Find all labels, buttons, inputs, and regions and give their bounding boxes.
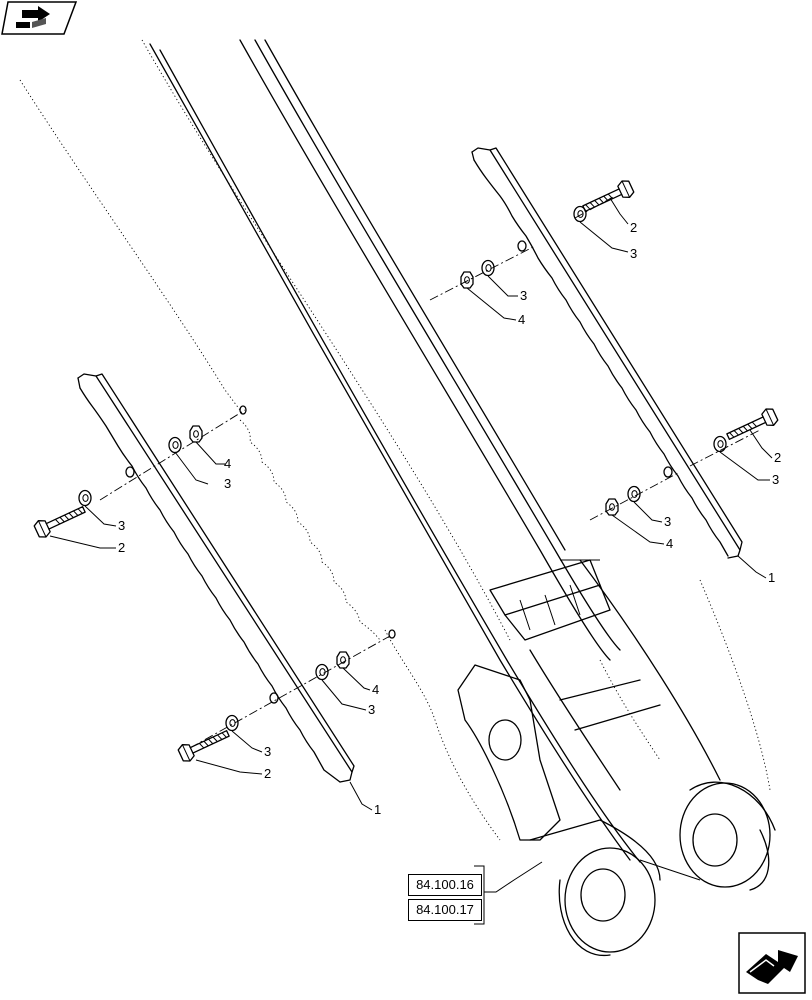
callout-3: 3 — [264, 744, 271, 759]
callout-1: 1 — [374, 802, 381, 817]
callout-4: 4 — [666, 536, 673, 551]
reference-bracket — [474, 865, 485, 925]
wear-strip-right — [471, 147, 743, 559]
callout-3: 3 — [224, 476, 231, 491]
callouts: 2 3 3 4 2 3 3 4 1 4 3 3 2 4 3 3 2 1 — [118, 220, 781, 817]
callout-1: 1 — [768, 570, 775, 585]
callout-2: 2 — [118, 540, 125, 555]
callout-4: 4 — [224, 456, 231, 471]
callout-2: 2 — [774, 450, 781, 465]
fasteners — [32, 177, 780, 765]
callout-3: 3 — [368, 702, 375, 717]
callout-4: 4 — [372, 682, 379, 697]
callout-4: 4 — [518, 312, 525, 327]
leader-lines — [49, 197, 773, 893]
reference-link-1[interactable]: 84.100.16 — [408, 874, 482, 896]
callout-2: 2 — [264, 766, 271, 781]
callout-3: 3 — [630, 246, 637, 261]
reference-link-2[interactable]: 84.100.17 — [408, 899, 482, 921]
page-flip-icon[interactable] — [0, 0, 80, 36]
callout-3: 3 — [118, 518, 125, 533]
next-page-icon[interactable] — [738, 932, 806, 994]
wear-strip-left — [77, 373, 355, 783]
callout-3: 3 — [520, 288, 527, 303]
callout-3: 3 — [772, 472, 779, 487]
callout-3: 3 — [664, 514, 671, 529]
boom-arm — [19, 39, 776, 956]
callout-2: 2 — [630, 220, 637, 235]
